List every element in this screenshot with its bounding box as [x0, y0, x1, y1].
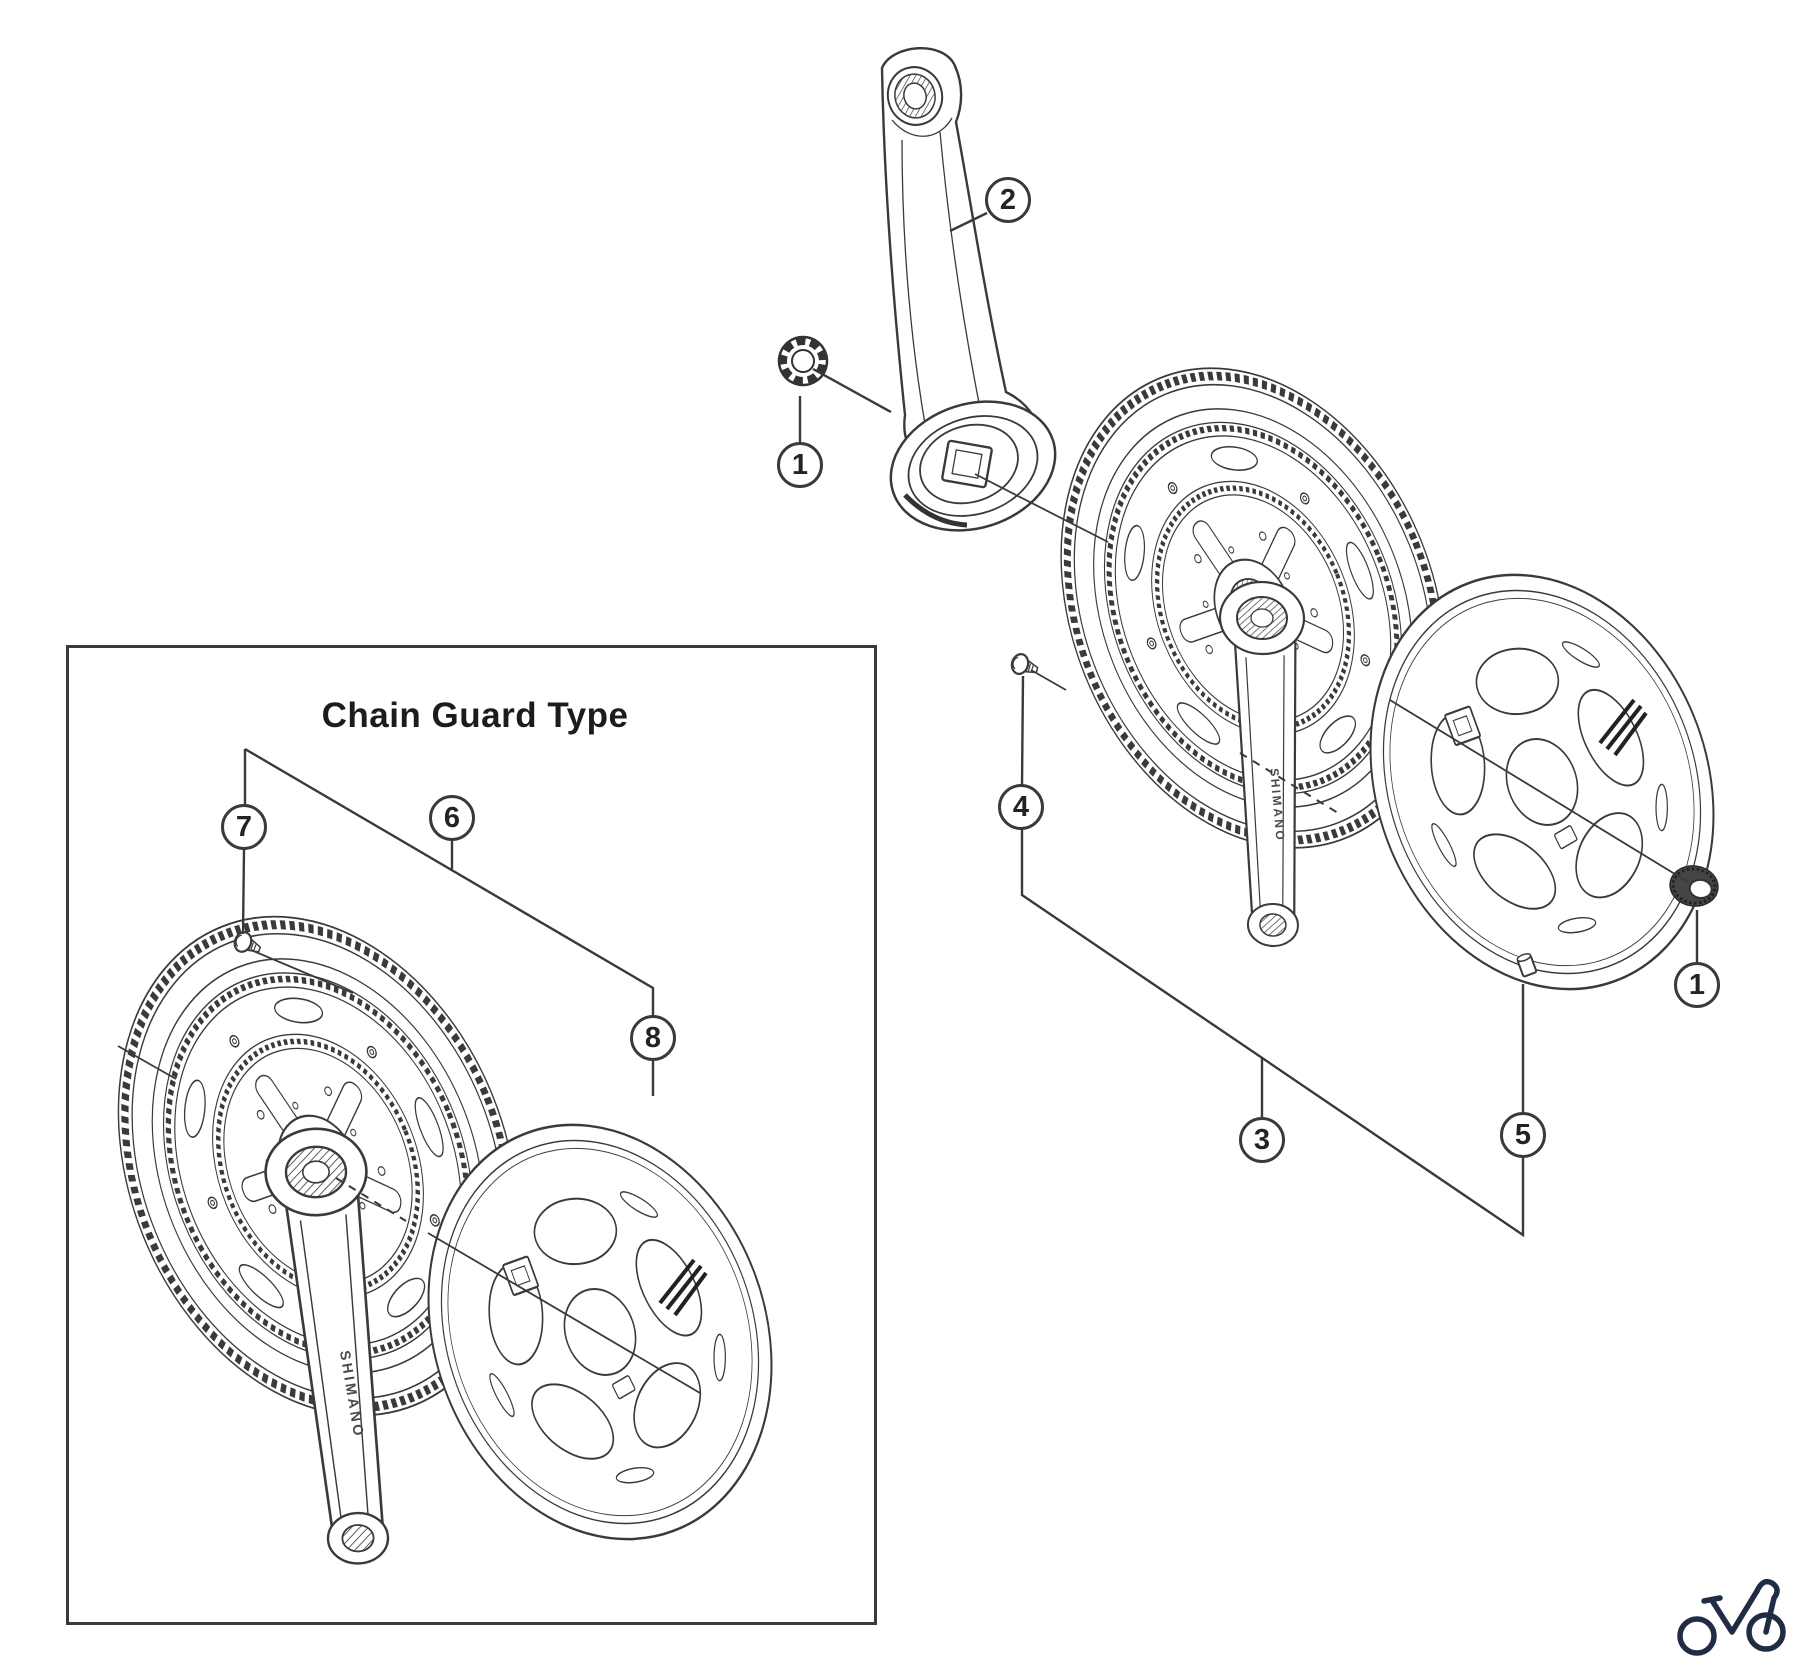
callout-number: 1: [791, 448, 809, 481]
square-taper-hole: [941, 439, 993, 489]
guard-shading-marks-left: [658, 1258, 708, 1317]
guard-shading-marks: [1598, 698, 1648, 757]
callout-number: 4: [1012, 790, 1030, 823]
leader-lines: [117, 211, 1699, 1394]
callout-3: 3: [1239, 1117, 1285, 1163]
callout-8: 8: [630, 1015, 676, 1061]
callout-7: 7: [221, 804, 267, 850]
callout-number: 7: [235, 810, 253, 843]
artwork-layer: [47, 47, 1786, 1656]
bicycle-logo-icon: [1677, 1578, 1786, 1656]
crank-cap-lockring: [775, 333, 831, 389]
callout-1-top: 1: [777, 442, 823, 488]
callout-number: 6: [443, 801, 461, 834]
callout-5: 5: [1500, 1112, 1546, 1158]
callout-1-right: 1: [1674, 962, 1720, 1008]
chain-guard-type-box: [66, 645, 877, 1625]
callout-6: 6: [429, 795, 475, 841]
callout-number: 1: [1688, 968, 1706, 1001]
chain-guard-type-title: Chain Guard Type: [321, 696, 629, 735]
callout-number: 8: [644, 1021, 662, 1054]
left-crank-arm: [880, 47, 1057, 532]
callout-number: 5: [1514, 1118, 1532, 1151]
callout-4: 4: [998, 784, 1044, 830]
pedal-thread-hole: [886, 66, 944, 126]
callout-2: 2: [985, 177, 1031, 223]
chainring-screw: [1008, 651, 1042, 680]
callout-number: 2: [999, 183, 1017, 216]
callout-number: 3: [1253, 1123, 1271, 1156]
